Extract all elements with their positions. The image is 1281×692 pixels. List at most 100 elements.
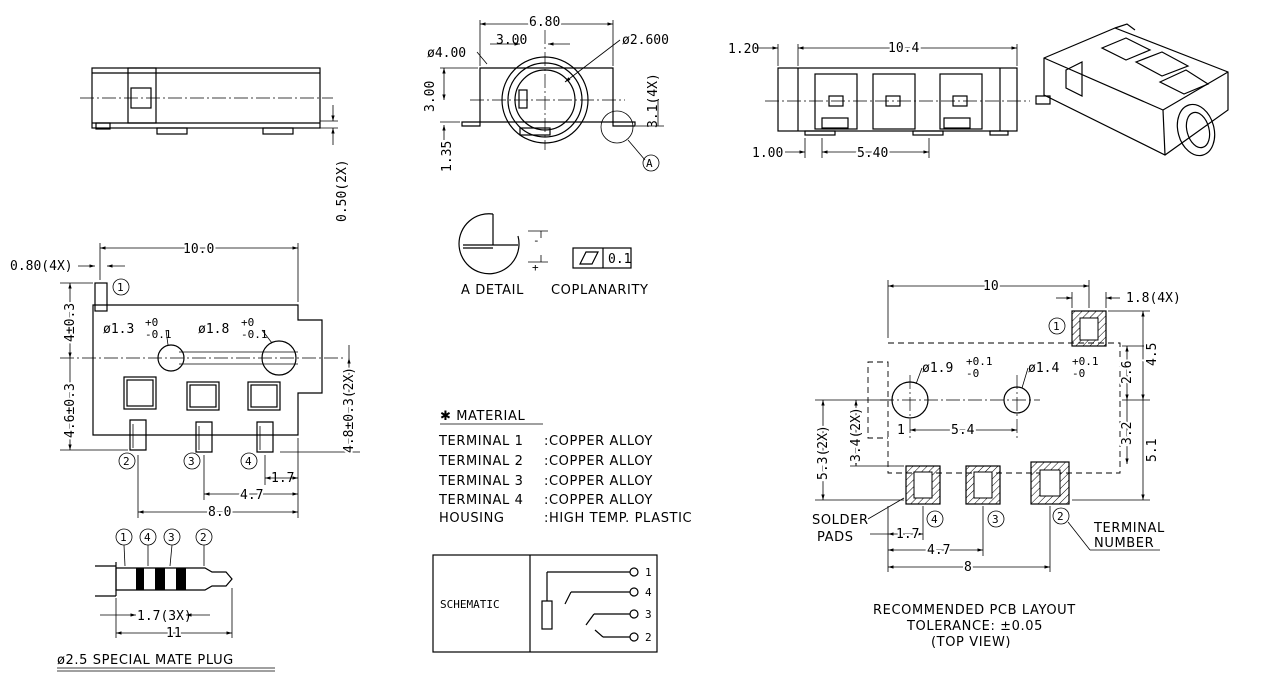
material-title: ✱ MATERIAL (440, 409, 525, 424)
material-row-3-value: :COPPER ALLOY (544, 474, 653, 489)
dim-plan-100: 10.0 (183, 242, 214, 257)
plan-term-1: 1 (117, 281, 124, 294)
dim-pcb-19-up: +0.1 (966, 355, 993, 368)
material-row-1-value: :COPPER ALLOY (544, 434, 653, 449)
plug-title: ø2.5 SPECIAL MATE PLUG (57, 653, 234, 668)
pcb-title-2: TOLERANCE: ±0.05 (906, 619, 1043, 634)
terminal-number-1: TERMINAL (1093, 521, 1165, 536)
material-row-2-name: TERMINAL 2 (438, 454, 524, 469)
dim-pcb-8: 8 (964, 560, 972, 575)
pcb-term-1: 1 (1053, 320, 1060, 333)
dim-pcb-51: 5.1 (1145, 439, 1160, 462)
material-row-3-name: TERMINAL 3 (438, 474, 524, 489)
coplanarity-value: 0.1 (608, 252, 631, 267)
a-detail-label: A DETAIL (461, 283, 524, 298)
material-row-4-value: :COPPER ALLOY (544, 493, 653, 508)
dim-plan-17: 1.7 (271, 471, 294, 486)
dim-pcb-14-up: +0.1 (1072, 355, 1099, 368)
dim-plug-11: 11 (166, 626, 182, 641)
schematic-label: SCHEMATIC (440, 598, 500, 611)
dim-plan-13-dn: -0.1 (145, 328, 172, 341)
material-row-4-name: TERMINAL 4 (438, 493, 524, 508)
schematic-box: SCHEMATIC 1 4 3 2 (432, 554, 658, 653)
material-row-2-value: :COPPER ALLOY (544, 454, 653, 469)
plug-term-2: 2 (200, 531, 207, 544)
pcb-title-1: RECOMMENDED PCB LAYOUT (873, 603, 1076, 618)
plug-term-3: 3 (168, 531, 175, 544)
terminal-number-2: NUMBER (1094, 536, 1154, 551)
material-table: ✱ MATERIAL TERMINAL 1 :COPPER ALLOY TERM… (438, 409, 692, 526)
plan-term-2: 2 (123, 455, 130, 468)
pads-label: PADS (817, 530, 854, 545)
dim-plan-18: ø1.8 (198, 322, 229, 337)
plug-term-4: 4 (144, 531, 151, 544)
coplanarity-label: COPLANARITY (551, 283, 649, 298)
schematic-pin-1: 1 (645, 566, 652, 579)
dim-plan-48: 4.8±0.3(2X) (342, 367, 357, 453)
pcb-layout: 10 1.8(4X) 1 4.5 2.6 3.2 5.1 5.3(2X) 3.4… (812, 277, 1181, 650)
dim-front-680: 6.80 (529, 15, 560, 30)
dim-pcb-14: ø1.4 (1028, 361, 1059, 376)
dim-pcb-32: 3.2 (1120, 422, 1135, 445)
dim-pcb-19-dn: -0 (966, 367, 979, 380)
schematic-pin-3: 3 (645, 608, 652, 621)
dim-plan-18-dn: -0.1 (241, 328, 268, 341)
a-detail: - + 0.1 A DETAIL COPLANARITY (458, 213, 649, 298)
dim-plug-17: 1.7(3X) (137, 609, 192, 624)
dim-top-100: 1.00 (752, 146, 783, 161)
dim-plan-080: 0.80(4X) (10, 259, 73, 274)
dim-front-135: 1.35 (440, 141, 455, 172)
side-view: 0.50(2X) (80, 67, 350, 222)
dim-pcb-47: 4.7 (927, 543, 950, 558)
dim-plan-47: 4.7 (240, 488, 263, 503)
dim-pcb-14-dn: -0 (1072, 367, 1085, 380)
plan-view: 1 2 3 4 10.0 0.80(4X) 4±0.3 4.6±0.3 4.8±… (10, 240, 360, 522)
dim-side-050: 0.50(2X) (335, 159, 350, 222)
plan-term-4: 4 (245, 455, 252, 468)
schematic-pin-4: 4 (645, 586, 652, 599)
dim-pcb-54: 5.4 (951, 423, 975, 438)
dim-pcb-19: ø1.9 (922, 361, 953, 376)
material-row-5-name: HOUSING (439, 511, 505, 526)
front-detail-a: A (646, 157, 653, 170)
dim-front-31: 3.1(4X) (646, 73, 661, 128)
dim-top-120: 1.20 (728, 42, 759, 57)
pcb-term-3: 3 (992, 513, 999, 526)
top-view: 1.20 10.4 1.00 5.40 (728, 39, 1030, 163)
dim-pcb-45: 4.5 (1145, 343, 1160, 366)
dim-plan-46: 4.6±0.3 (63, 383, 78, 438)
solder-label: SOLDER (812, 513, 869, 528)
schematic-pin-2: 2 (645, 631, 652, 644)
dim-plan-18-up: +0 (241, 316, 254, 329)
dim-pcb-1: 1 (897, 423, 905, 438)
plug-term-1: 1 (120, 531, 127, 544)
plan-term-3: 3 (188, 455, 195, 468)
dim-front-v300: 3.00 (423, 81, 438, 112)
material-row-5-value: :HIGH TEMP. PLASTIC (544, 511, 692, 526)
dim-front-phi400: ø4.00 (427, 46, 466, 61)
svg-text:-: - (533, 234, 540, 247)
dim-pcb-17: 1.7 (896, 527, 919, 542)
material-row-1-name: TERMINAL 1 (438, 434, 524, 449)
dim-plan-13-up: +0 (145, 316, 158, 329)
pcb-title-3: (TOP VIEW) (931, 635, 1011, 650)
dim-top-104: 10.4 (888, 41, 919, 56)
dim-pcb-34: 3.4(2X) (849, 407, 864, 462)
pcb-term-2: 2 (1057, 510, 1064, 523)
dim-pcb-18: 1.8(4X) (1126, 291, 1181, 306)
dim-pcb-26: 2.6 (1120, 361, 1135, 384)
dim-plan-13: ø1.3 (103, 322, 134, 337)
svg-text:+: + (532, 261, 539, 274)
front-view: A 6.80 3.00 ø4.00 ø2.600 3.00 1.35 3.1(4… (423, 13, 669, 172)
dim-front-phi2600: ø2.600 (622, 33, 669, 48)
dim-plan-80: 8.0 (208, 505, 231, 520)
mate-plug: 1 4 3 2 1.7(3X) 11 ø2.5 SPECIAL MATE PLU… (57, 528, 275, 672)
dim-top-540: 5.40 (857, 146, 888, 161)
dim-front-300: 3.00 (496, 33, 527, 48)
iso-view (1035, 23, 1229, 157)
dim-pcb-53: 5.3(2X) (816, 425, 831, 480)
dim-plan-4: 4±0.3 (63, 303, 78, 342)
pcb-term-4: 4 (931, 513, 938, 526)
dim-pcb-10: 10 (983, 279, 999, 294)
